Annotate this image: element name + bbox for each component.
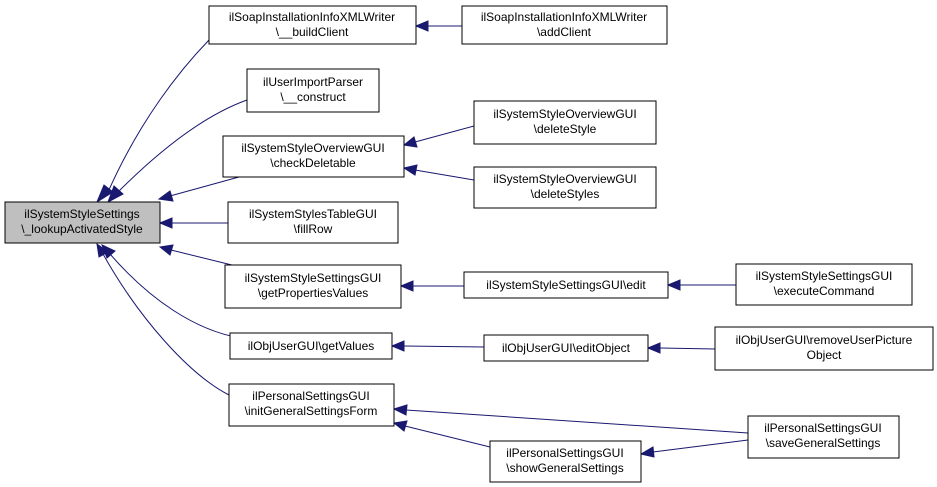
arrowhead-icon <box>399 280 414 292</box>
arrowhead-icon <box>402 164 418 176</box>
arrowhead-icon <box>402 136 418 148</box>
node-delete-styles-line1: ilSystemStyleOverviewGUI <box>493 172 636 186</box>
node-get-props-line2: \getPropertiesValues <box>258 286 369 300</box>
node-fill-row-line1: ilSystemStylesTableGUI <box>249 207 377 221</box>
node-delete-styles-line2: \deleteStyles <box>531 187 600 201</box>
edge-show-general-to-init-general <box>404 425 491 448</box>
node-fill-row[interactable]: ilSystemStylesTableGUI \fillRow <box>227 201 399 244</box>
node-check-deletable[interactable]: ilSystemStyleOverviewGUI \checkDeletable <box>222 135 405 178</box>
edge-check-deletable-to-root <box>169 176 240 197</box>
node-delete-style-line2: \deleteStyle <box>534 122 597 136</box>
edge-soap-build-to-root <box>107 39 210 193</box>
node-soap-add-line1: ilSoapInstallationInfoXMLWriter <box>481 10 647 24</box>
node-soap-add-line2: \addClient <box>537 25 592 39</box>
node-user-import-line1: ilUserImportParser <box>263 75 363 89</box>
node-exec-cmd-line2: \executeCommand <box>774 284 875 298</box>
node-init-general-line2: \initGeneralSettingsForm <box>245 404 378 418</box>
node-save-general-line1: ilPersonalSettingsGUI <box>764 421 881 435</box>
node-get-props-line1: ilSystemStyleSettingsGUI <box>245 271 382 285</box>
node-check-deletable-line2: \checkDeletable <box>270 156 356 170</box>
node-get-values-line1: ilObjUserGUI\getValues <box>248 339 375 353</box>
node-show-general-line2: \showGeneralSettings <box>506 461 623 475</box>
node-show-general-line1: ilPersonalSettingsGUI <box>506 446 623 460</box>
arrowhead-icon <box>414 20 429 32</box>
node-delete-styles[interactable]: ilSystemStyleOverviewGUI \deleteStyles <box>473 166 657 209</box>
arrowhead-icon <box>392 404 408 416</box>
edge-init-general-to-root <box>102 253 230 396</box>
edge-save-general-to-show-general <box>652 439 749 453</box>
arrowhead-icon <box>392 420 408 432</box>
node-soap-build-client[interactable]: ilSoapInstallationInfoXMLWriter \__build… <box>208 5 417 45</box>
edge-delete-styles-to-check-deletable <box>414 169 475 181</box>
node-root-line1: ilSystemStyleSettings <box>24 207 139 221</box>
node-init-general-settings-form[interactable]: ilPersonalSettingsGUI \initGeneralSettin… <box>228 383 395 427</box>
node-edit-line1: ilSystemStyleSettingsGUI\edit <box>486 278 646 292</box>
edge-edit-object-to-get-values <box>403 345 485 348</box>
node-edit[interactable]: ilSystemStyleSettingsGUI\edit <box>463 271 669 299</box>
node-edit-object[interactable]: ilObjUserGUI\editObject <box>483 334 649 362</box>
node-root-line2: \_lookupActivatedStyle <box>21 222 143 236</box>
node-remove-user-picture-object[interactable]: ilObjUserGUI\removeUserPicture Object <box>714 326 934 371</box>
edge-delete-style-to-check-deletable <box>414 125 475 143</box>
node-user-import-construct[interactable]: ilUserImportParser \__construct <box>246 68 380 113</box>
node-root[interactable]: ilSystemStyleSettings \_lookupActivatedS… <box>4 201 161 244</box>
arrowhead-icon <box>666 279 681 291</box>
node-save-general-line2: \saveGeneralSettings <box>766 436 881 450</box>
node-check-deletable-line1: ilSystemStyleOverviewGUI <box>241 141 384 155</box>
node-get-values[interactable]: ilObjUserGUI\getValues <box>229 332 393 360</box>
node-fill-row-line2: \fillRow <box>294 222 333 236</box>
arrowhead-icon <box>639 446 655 458</box>
edge-get-props-to-root <box>170 249 241 268</box>
arrowhead-icon <box>107 185 124 204</box>
arrowhead-icon <box>157 190 174 202</box>
node-remove-pic-line2: Object <box>807 348 842 362</box>
edge-user-import-to-root <box>117 99 248 193</box>
arrowhead-icon <box>158 244 174 256</box>
edge-remove-pic-to-edit-object <box>659 347 716 350</box>
node-exec-cmd-line1: ilSystemStyleSettingsGUI <box>756 269 893 283</box>
arrowhead-icon <box>95 184 114 204</box>
node-init-general-line1: ilPersonalSettingsGUI <box>252 389 369 403</box>
arrowhead-icon <box>158 217 173 229</box>
node-get-properties-values[interactable]: ilSystemStyleSettingsGUI \getPropertiesV… <box>224 264 402 309</box>
arrowhead-icon <box>646 342 661 354</box>
node-execute-command[interactable]: ilSystemStyleSettingsGUI \executeCommand <box>735 263 913 306</box>
edge-save-general-to-init-general <box>405 409 749 434</box>
arrowhead-icon <box>96 242 109 258</box>
node-soap-build-line1: ilSoapInstallationInfoXMLWriter <box>229 10 395 24</box>
node-save-general-settings[interactable]: ilPersonalSettingsGUI \saveGeneralSettin… <box>747 415 900 459</box>
nodes: ilSystemStyleSettings \_lookupActivatedS… <box>4 5 934 483</box>
node-soap-build-line2: \__buildClient <box>276 25 349 39</box>
node-edit-object-line1: ilObjUserGUI\editObject <box>502 341 631 355</box>
node-show-general-settings[interactable]: ilPersonalSettingsGUI \showGeneralSettin… <box>489 440 642 483</box>
edge-get-values-to-root <box>109 253 241 339</box>
node-soap-add-client[interactable]: ilSoapInstallationInfoXMLWriter \addClie… <box>461 5 668 45</box>
node-delete-style-line1: ilSystemStyleOverviewGUI <box>493 107 636 121</box>
node-delete-style[interactable]: ilSystemStyleOverviewGUI \deleteStyle <box>473 100 657 145</box>
node-remove-pic-line1: ilObjUserGUI\removeUserPicture <box>736 333 913 347</box>
edges <box>95 20 749 458</box>
arrowhead-icon <box>390 340 405 352</box>
node-user-import-line2: \__construct <box>280 90 346 104</box>
